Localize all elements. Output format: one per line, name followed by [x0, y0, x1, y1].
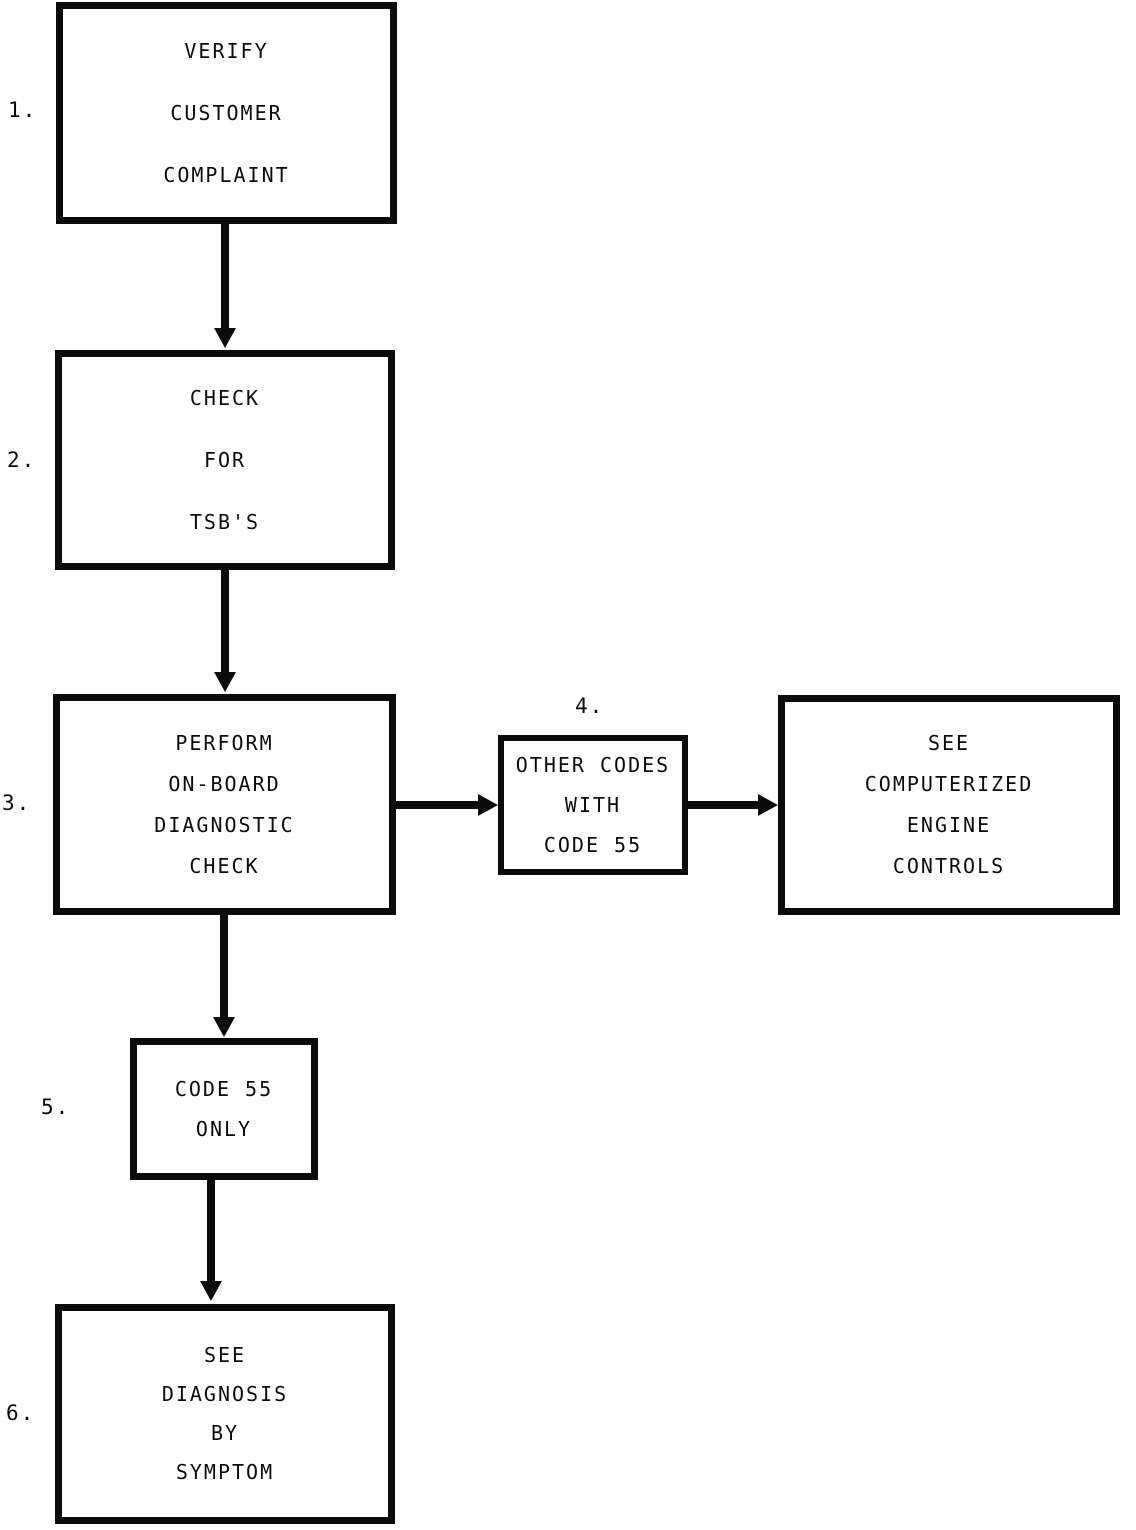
step-label-4: 4.: [575, 694, 605, 718]
node-text-line: CODE 55: [174, 1077, 274, 1101]
node-text-line: CONTROLS: [892, 854, 1006, 878]
arrow-shaft: [207, 1180, 215, 1282]
step-label-6: 6.: [6, 1401, 36, 1425]
node-text-line: CHECK: [189, 853, 260, 878]
node-text-line: ENGINE: [906, 813, 992, 837]
step-label-3: 3.: [2, 791, 32, 815]
step-label-5: 5.: [41, 1095, 71, 1119]
node-text-line: TSB'S: [189, 510, 261, 534]
arrow-head-right-icon: [478, 794, 498, 816]
node-text-line: FOR: [203, 448, 247, 472]
node-perform-onboard-diagnostic-check: PERFORM ON-BOARD DIAGNOSTIC CHECK: [53, 694, 396, 915]
node-text-line: DIAGNOSIS: [161, 1382, 289, 1406]
node-text-line: BY: [210, 1421, 240, 1445]
node-text-line: COMPLAINT: [163, 163, 290, 187]
arrow-shaft: [396, 801, 479, 809]
node-code-55-only: CODE 55 ONLY: [130, 1038, 318, 1180]
node-text-line: CHECK: [189, 386, 261, 410]
node-text-line: OTHER CODES: [515, 753, 671, 777]
arrow-head-down-icon: [214, 672, 236, 692]
arrow-head-right-icon: [758, 794, 778, 816]
node-text-line: PERFORM: [175, 730, 274, 755]
arrow-shaft: [221, 224, 229, 329]
node-check-for-tsbs: CHECK FOR TSB'S: [55, 350, 395, 570]
arrow-shaft: [221, 570, 229, 673]
node-text-line: CODE 55: [543, 833, 643, 857]
node-text-line: WITH: [564, 793, 622, 817]
node-text-line: COMPUTERIZED: [864, 772, 1034, 796]
arrow-shaft: [220, 915, 228, 1018]
arrow-head-down-icon: [200, 1281, 222, 1301]
node-text-line: DIAGNOSTIC: [154, 812, 295, 837]
arrow-head-down-icon: [213, 1017, 235, 1037]
node-text-line: SYMPTOM: [175, 1460, 275, 1484]
arrow-shaft: [688, 801, 759, 809]
node-text-line: SEE: [203, 1343, 247, 1367]
node-verify-customer-complaint: VERIFY CUSTOMER COMPLAINT: [56, 2, 397, 224]
step-label-2: 2.: [7, 448, 37, 472]
node-text-line: SEE: [927, 731, 971, 755]
node-other-codes-with-code-55: OTHER CODES WITH CODE 55: [498, 735, 688, 875]
node-see-diagnosis-by-symptom: SEE DIAGNOSIS BY SYMPTOM: [55, 1304, 395, 1524]
step-label-1: 1.: [8, 98, 38, 122]
node-see-computerized-engine-controls: SEE COMPUTERIZED ENGINE CONTROLS: [778, 695, 1120, 915]
node-text-line: ON-BOARD: [168, 771, 281, 796]
arrow-head-down-icon: [214, 328, 236, 348]
node-text-line: VERIFY: [184, 39, 269, 63]
node-text-line: ONLY: [195, 1117, 253, 1141]
node-text-line: CUSTOMER: [170, 101, 283, 125]
